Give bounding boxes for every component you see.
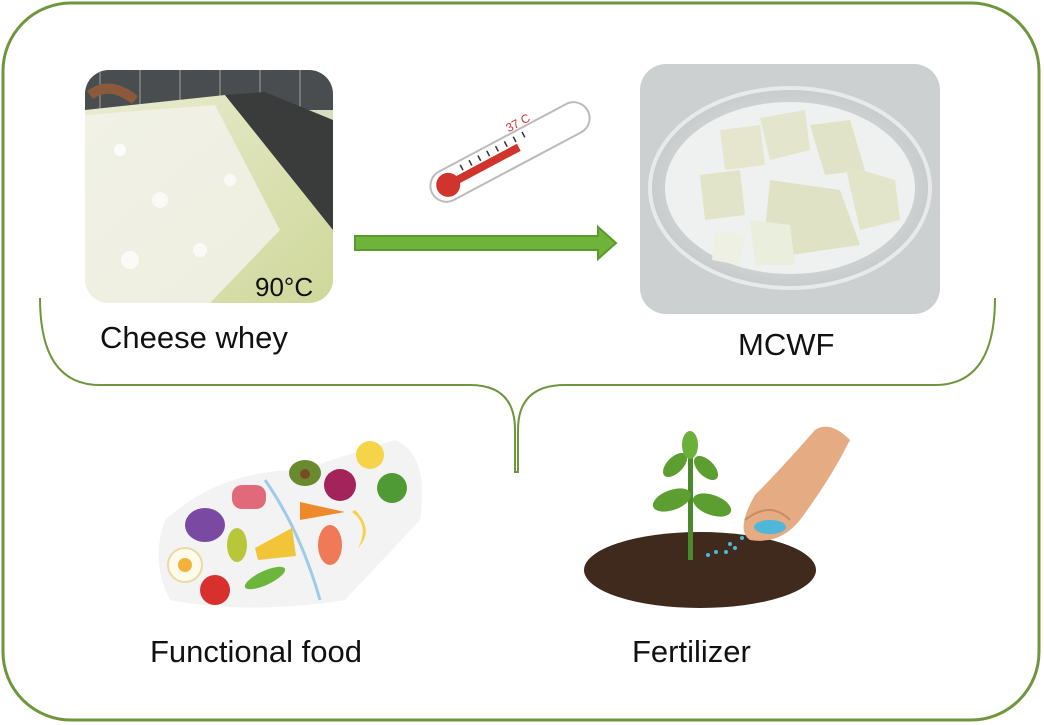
- meat-icon: [232, 485, 266, 509]
- red-onion-icon: [324, 469, 356, 501]
- fertilizer-label: Fertilizer: [632, 634, 751, 669]
- cheese-whey-photo: [85, 70, 333, 303]
- cheese-whey-label: Cheese whey: [100, 320, 288, 355]
- collection-bracket: [39, 297, 996, 473]
- mcwf-photo: [640, 64, 940, 314]
- thermometer-icon: 37 C: [429, 101, 591, 203]
- hand-icon: [743, 426, 850, 541]
- leaf-icon: [652, 488, 692, 512]
- broccoli-icon: [377, 473, 407, 503]
- soil-icon: [584, 532, 816, 608]
- fertilizer-illustration: [584, 426, 850, 608]
- fertilizer-granules: [754, 520, 786, 534]
- pea-pod-icon: [244, 566, 286, 590]
- functional-food-label: Functional food: [150, 634, 362, 669]
- red-cabbage-icon: [185, 508, 225, 542]
- carrot-icon: [300, 502, 345, 520]
- salmon-icon: [318, 525, 342, 565]
- plant-stem: [688, 440, 693, 560]
- lemon-icon: [356, 441, 384, 469]
- cheese-icon: [255, 528, 296, 560]
- oil-bottle-icon: [227, 528, 247, 562]
- mcwf-label: MCWF: [738, 327, 835, 362]
- temperature-label: 90°C: [255, 272, 313, 302]
- banana-icon: [352, 510, 366, 548]
- tomato-icon: [200, 575, 230, 605]
- functional-food-illustration: [158, 440, 423, 608]
- process-arrow: [354, 224, 618, 262]
